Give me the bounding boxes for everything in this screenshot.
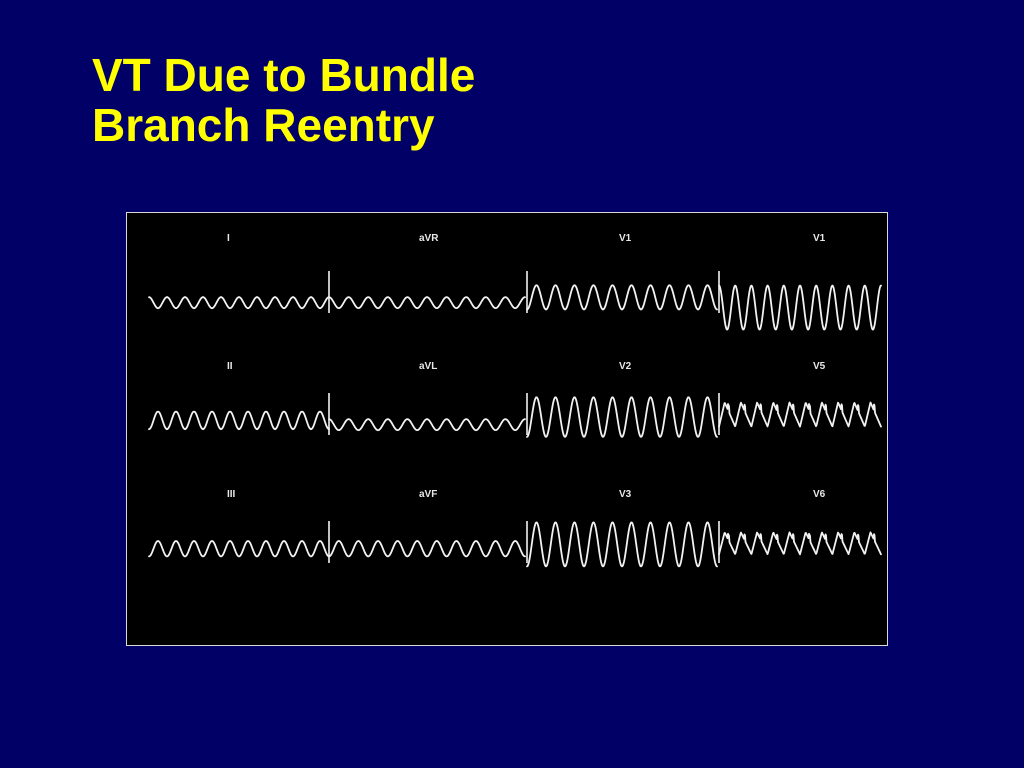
title-line-2: Branch Reentry <box>92 99 435 151</box>
title-line-1: VT Due to Bundle <box>92 49 476 101</box>
ecg-waveform <box>526 521 718 568</box>
lead-label: V5 <box>813 361 826 372</box>
ecg-waveform <box>148 540 330 558</box>
slide-title: VT Due to Bundle Branch Reentry <box>92 50 475 150</box>
ecg-waveform <box>718 401 882 428</box>
lead-label: II <box>227 361 233 372</box>
lead-label: I <box>227 233 230 244</box>
lead-label: V6 <box>813 489 826 500</box>
lead-label: V1 <box>619 233 632 244</box>
ecg-waveform <box>718 284 882 331</box>
lead-label: aVF <box>419 489 437 500</box>
ecg-waveform <box>148 296 330 310</box>
lead-label: aVR <box>419 233 439 244</box>
ecg-waveform <box>328 296 526 310</box>
lead-label: III <box>227 489 236 500</box>
lead-label: V2 <box>619 361 632 372</box>
ecg-waveform <box>526 396 718 438</box>
ecg-waveform <box>718 531 882 556</box>
lead-label: aVL <box>419 361 437 372</box>
ecg-waveform <box>328 418 526 432</box>
ecg-waveform <box>526 284 718 311</box>
lead-label: V3 <box>619 489 632 500</box>
lead-label: V1 <box>813 233 826 244</box>
ecg-waveform <box>148 410 330 431</box>
ecg-waveform <box>328 540 526 558</box>
